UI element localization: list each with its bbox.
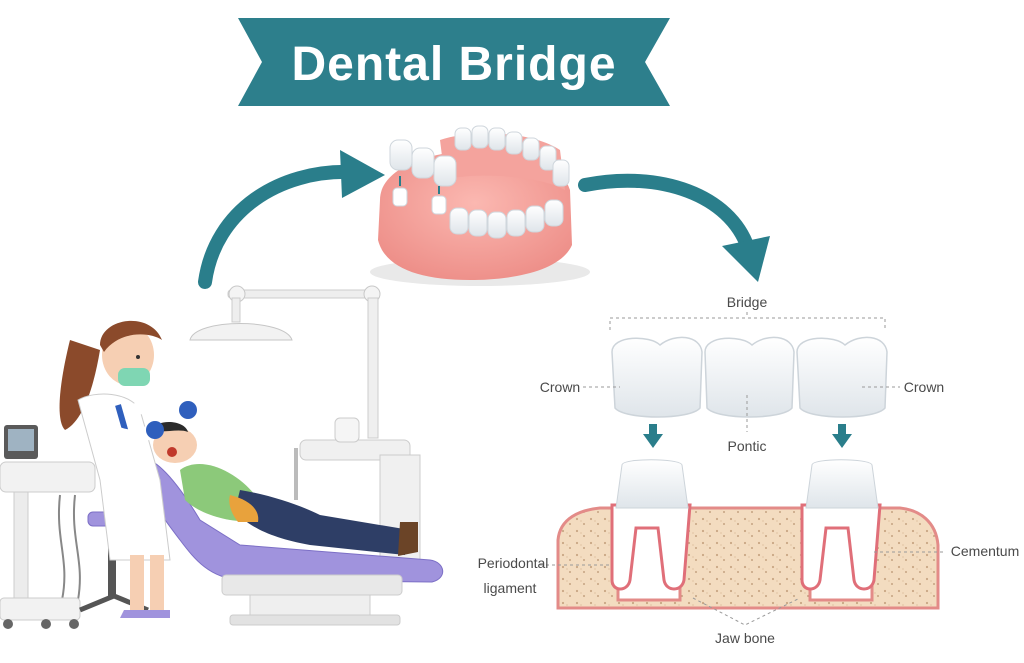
patient-figure	[150, 421, 418, 556]
dental-chair	[139, 458, 444, 626]
abutment-tooth-left	[610, 459, 692, 591]
abutment-tooth-right	[800, 459, 882, 591]
denture-model	[370, 125, 590, 286]
dentist-figure	[59, 320, 197, 618]
dental-unit	[0, 425, 96, 629]
page-title: Dental Bridge	[291, 38, 616, 91]
crown-right-label: Crown	[904, 379, 944, 395]
curved-arrow-icon	[198, 150, 385, 289]
periodontal-label-line2: ligament	[484, 580, 537, 596]
pontic-label: Pontic	[728, 438, 767, 454]
bridge-diagram: Bridge Crown Crown Pontic	[478, 294, 1020, 646]
down-arrow-icon	[832, 424, 852, 448]
dental-lamp	[189, 285, 381, 439]
pontic	[704, 336, 795, 418]
crown-right	[796, 336, 888, 418]
title-banner: Dental Bridge	[238, 18, 670, 106]
periodontal-label-line1: Periodontal	[478, 555, 549, 571]
down-arrow-icon	[643, 424, 663, 448]
jaw-bone-label: Jaw bone	[715, 630, 775, 646]
curved-arrow-icon	[578, 173, 770, 282]
crown-left-label: Crown	[540, 379, 580, 395]
crown-left	[611, 336, 703, 418]
bridge-label: Bridge	[727, 294, 768, 310]
cementum-label: Cementum	[951, 543, 1019, 559]
